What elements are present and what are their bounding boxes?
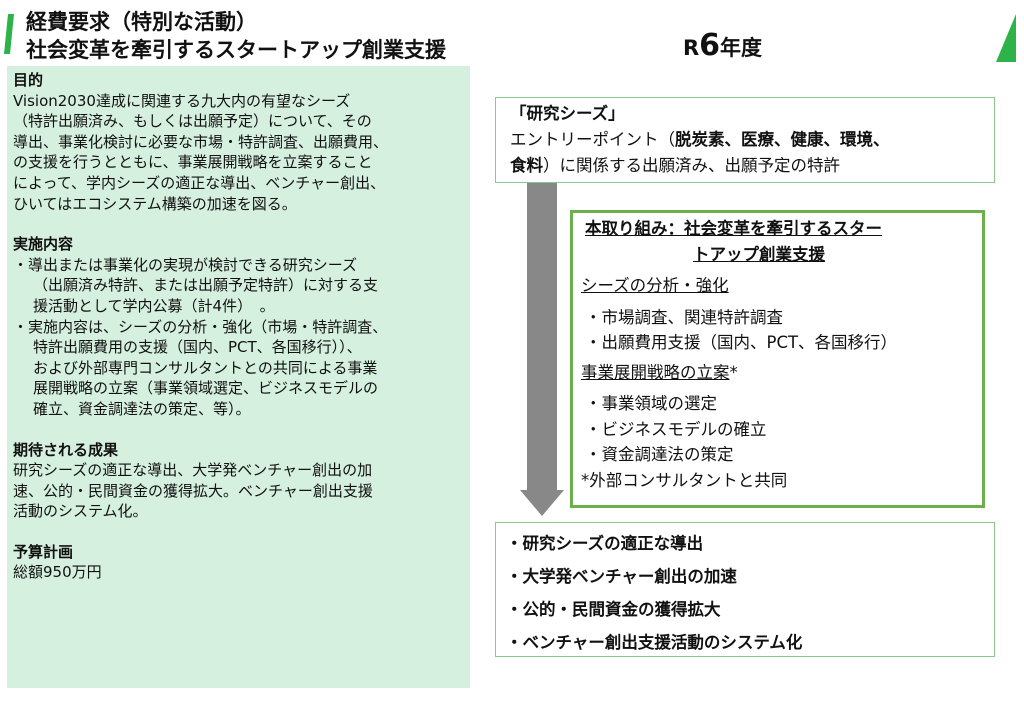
seeds-line2-bold: 食料	[510, 156, 543, 175]
text-line: ・出願費用支援（国内、PCT、各国移行）	[585, 333, 898, 352]
text-line: （特許出願済み、もしくは出願予定）について、その	[13, 112, 372, 131]
strategy-mark: *	[729, 362, 738, 382]
text-line: ・事業領域の選定	[585, 394, 717, 413]
strategy-list: ・事業領域の選定・ビジネスモデルの確立・資金調達法の策定	[581, 391, 974, 468]
initiative-title-1: 本取り組み：社会変革を牽引するスター	[585, 219, 882, 238]
initiative-box: 本取り組み：社会変革を牽引するスター トアップ創業支援 シーズの分析・強化 ・市…	[570, 210, 985, 508]
text-line: 援活動として学内公募（計4件） 。	[33, 296, 275, 315]
text-line: および外部専門コンサルタントとの共同による事業	[33, 358, 378, 377]
text-line: ・ビジネスモデルの確立	[585, 419, 767, 439]
seeds-title: 「研究シーズ」	[510, 104, 625, 123]
budget-heading: 予算計画	[13, 542, 74, 561]
overview-panel: 目的 Vision2030達成に関連する九大内の有望なシーズ （特許出願済み、もし…	[7, 66, 470, 688]
text-line: ・資金調達法の策定	[585, 445, 734, 464]
outcome-item: ・研究シーズの適正な導出	[506, 534, 704, 553]
outcome-item: ・大学発ベンチャー創出の加速	[506, 567, 737, 586]
fiscal-number: 6	[699, 28, 721, 63]
text-line: Vision2030達成に関連する九大内の有望なシーズ	[13, 91, 351, 110]
budget-text: 総額950万円	[13, 563, 102, 582]
implementation-heading: 実施内容	[13, 235, 74, 254]
text-line: ・実施内容は、シーズの分析・強化（市場・特許調査、	[13, 317, 388, 336]
section-seed-analysis: シーズの分析・強化	[581, 276, 729, 295]
research-seeds-box: 「研究シーズ」 エントリーポイント（脱炭素、医療、健康、環境、 食料）に関係する…	[495, 97, 995, 183]
fiscal-suffix: 年度	[720, 36, 763, 60]
down-arrow-icon	[520, 490, 564, 516]
seeds-line2-post: ）に関係する出願済み、出願予定の特許	[543, 156, 840, 175]
text-line: 導出、事業化検討に必要な市場・特許調査、出願費用、	[13, 132, 389, 151]
green-accent-right	[996, 14, 1016, 62]
fiscal-year: R6年度	[683, 28, 762, 63]
seed-analysis-list: ・市場調査、関連特許調査・出願費用支援（国内、PCT、各国移行）	[581, 305, 974, 356]
initiative-title-2: トアップ創業支援	[693, 244, 825, 264]
implementation-text: ・導出または事業化の実現が検討できる研究シーズ （出願済み特許、または出願予定特許…	[13, 255, 464, 420]
expected-outcomes-box: ・研究シーズの適正な導出・大学発ベンチャー創出の加速・公的・民間資金の獲得拡大・…	[495, 522, 995, 657]
title-line1: 経費要求（特別な活動）	[26, 10, 257, 34]
text-line: ・導出または事業化の実現が検討できる研究シーズ	[13, 255, 357, 274]
text-line: 展開戦略の立案（事業領域選定、ビジネスモデルの	[33, 379, 379, 398]
text-line: 研究シーズの適正な導出、大学発ベンチャー創出の加	[13, 461, 373, 480]
text-line: によって、学内シーズの適正な導出、ベンチャー創出、	[13, 173, 386, 192]
text-line: 活動のシステム化。	[13, 502, 148, 521]
consultant-note: *外部コンサルタントと共同	[581, 470, 788, 490]
text-line: の支援を行うとともに、事業展開戦略を立案すること	[13, 153, 373, 172]
outcome-item: ・公的・民間資金の獲得拡大	[506, 600, 721, 619]
title-line2: 社会変革を牽引するスタートアップ創業支援	[26, 38, 446, 62]
text-line: （出願済み特許、または出願予定特許）に対する支	[33, 276, 379, 295]
green-accent-left	[4, 14, 14, 54]
purpose-heading: 目的	[13, 71, 44, 89]
section-strategy: 事業展開戦略の立案	[581, 362, 730, 382]
text-line: 確立、資金調達法の策定、等）。	[33, 399, 251, 418]
text-line: 特許出願費用の支援（国内、PCT、各国移行））、	[33, 338, 362, 357]
seeds-line1-pre: エントリーポイント（	[510, 130, 675, 149]
text-line: ・市場調査、関連特許調査	[585, 307, 783, 327]
fiscal-prefix: R	[683, 36, 700, 60]
text-line: 速、公的・民間資金の獲得拡大。ベンチャー創出支援	[13, 481, 373, 500]
outcome-heading: 期待される成果	[13, 440, 119, 459]
purpose-text: Vision2030達成に関連する九大内の有望なシーズ （特許出願済み、もしくは出…	[13, 91, 464, 215]
down-arrow-shaft	[527, 183, 557, 493]
seeds-line1-bold: 脱炭素、医療、健康、環境、	[675, 130, 890, 149]
outcome-text: 研究シーズの適正な導出、大学発ベンチャー創出の加速、公的・民間資金の獲得拡大。ベ…	[13, 460, 464, 522]
outcome-item: ・ベンチャー創出支援活動のシステム化	[506, 633, 803, 652]
text-line: ひいてはエコシステム構築の加速を図る。	[13, 194, 297, 213]
